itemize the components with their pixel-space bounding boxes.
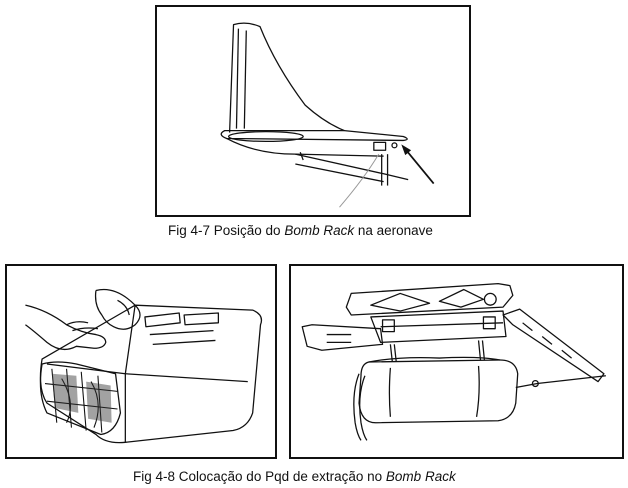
parachute-pack-illustration <box>25 288 263 444</box>
figure-4-8-pack-frame <box>5 264 277 459</box>
bomb-rack-illustration <box>301 282 606 441</box>
rack-left-hook <box>301 324 384 351</box>
bomb-rack-mount <box>373 141 387 151</box>
right-hand <box>94 288 141 330</box>
pointer-arrow-icon <box>401 144 435 185</box>
figure-4-8-rack-frame <box>289 264 624 459</box>
vertical-stabilizer <box>228 22 345 133</box>
rack-right-strut <box>502 308 605 383</box>
left-hand <box>25 304 107 351</box>
figure-4-8-caption: Fig 4-8 Colocação do Pqd de extração no … <box>133 469 456 484</box>
fuselage-top <box>220 129 408 142</box>
figure-4-7-frame <box>155 5 471 217</box>
aircraft-tail-illustration <box>220 22 435 208</box>
pack-body <box>39 304 263 444</box>
rack-top-beam <box>345 282 514 316</box>
extraction-parachute-bag <box>358 359 519 424</box>
rack-frame <box>370 310 507 344</box>
figure-4-7-caption: Fig 4-7 Posição do Bomb Rack na aeronave <box>168 223 433 238</box>
